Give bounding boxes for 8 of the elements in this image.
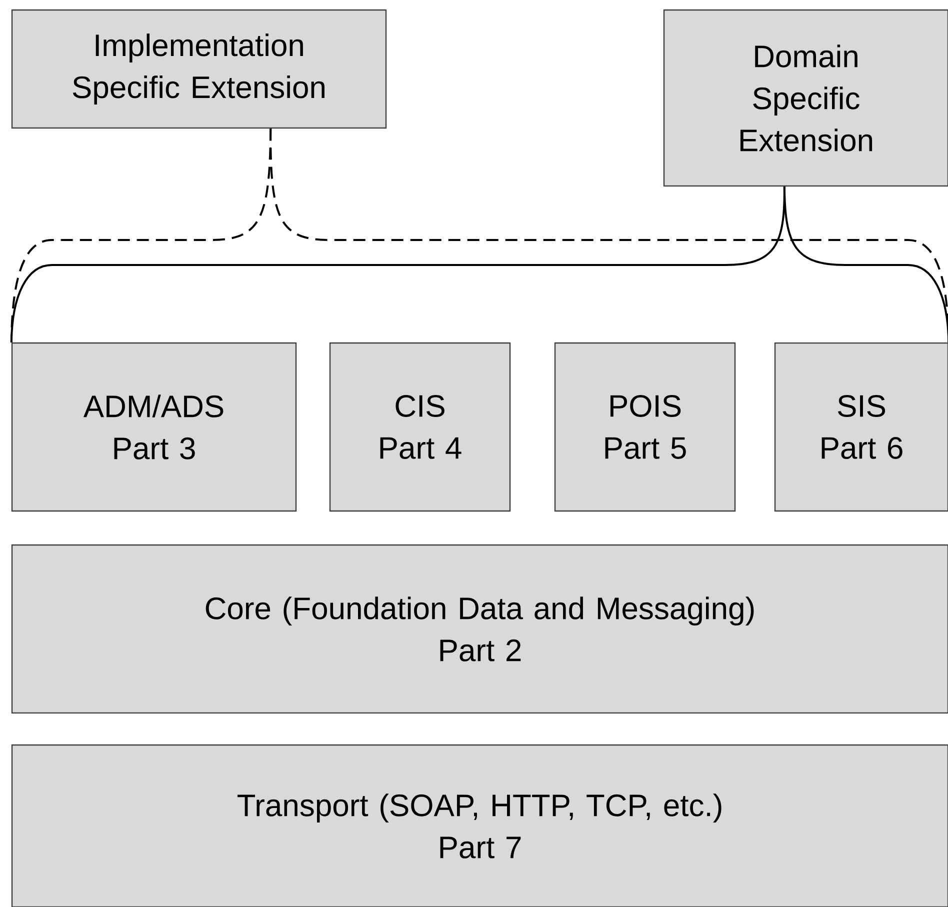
layer-box: CIS Part 4 [329,342,511,512]
layer-box: ADM/ADS Part 3 [11,342,297,512]
layer-box: POIS Part 5 [554,342,736,512]
layer-box: Transport (SOAP, HTTP, TCP, etc.) Part 7 [11,744,948,907]
layer-box: SIS Part 6 [774,342,948,512]
layer-box: Domain Specific Extension [663,9,948,187]
layer-box: Core (Foundation Data and Messaging) Part 2 [11,544,948,714]
layer-box: Implementation Specific Extension [11,9,387,129]
